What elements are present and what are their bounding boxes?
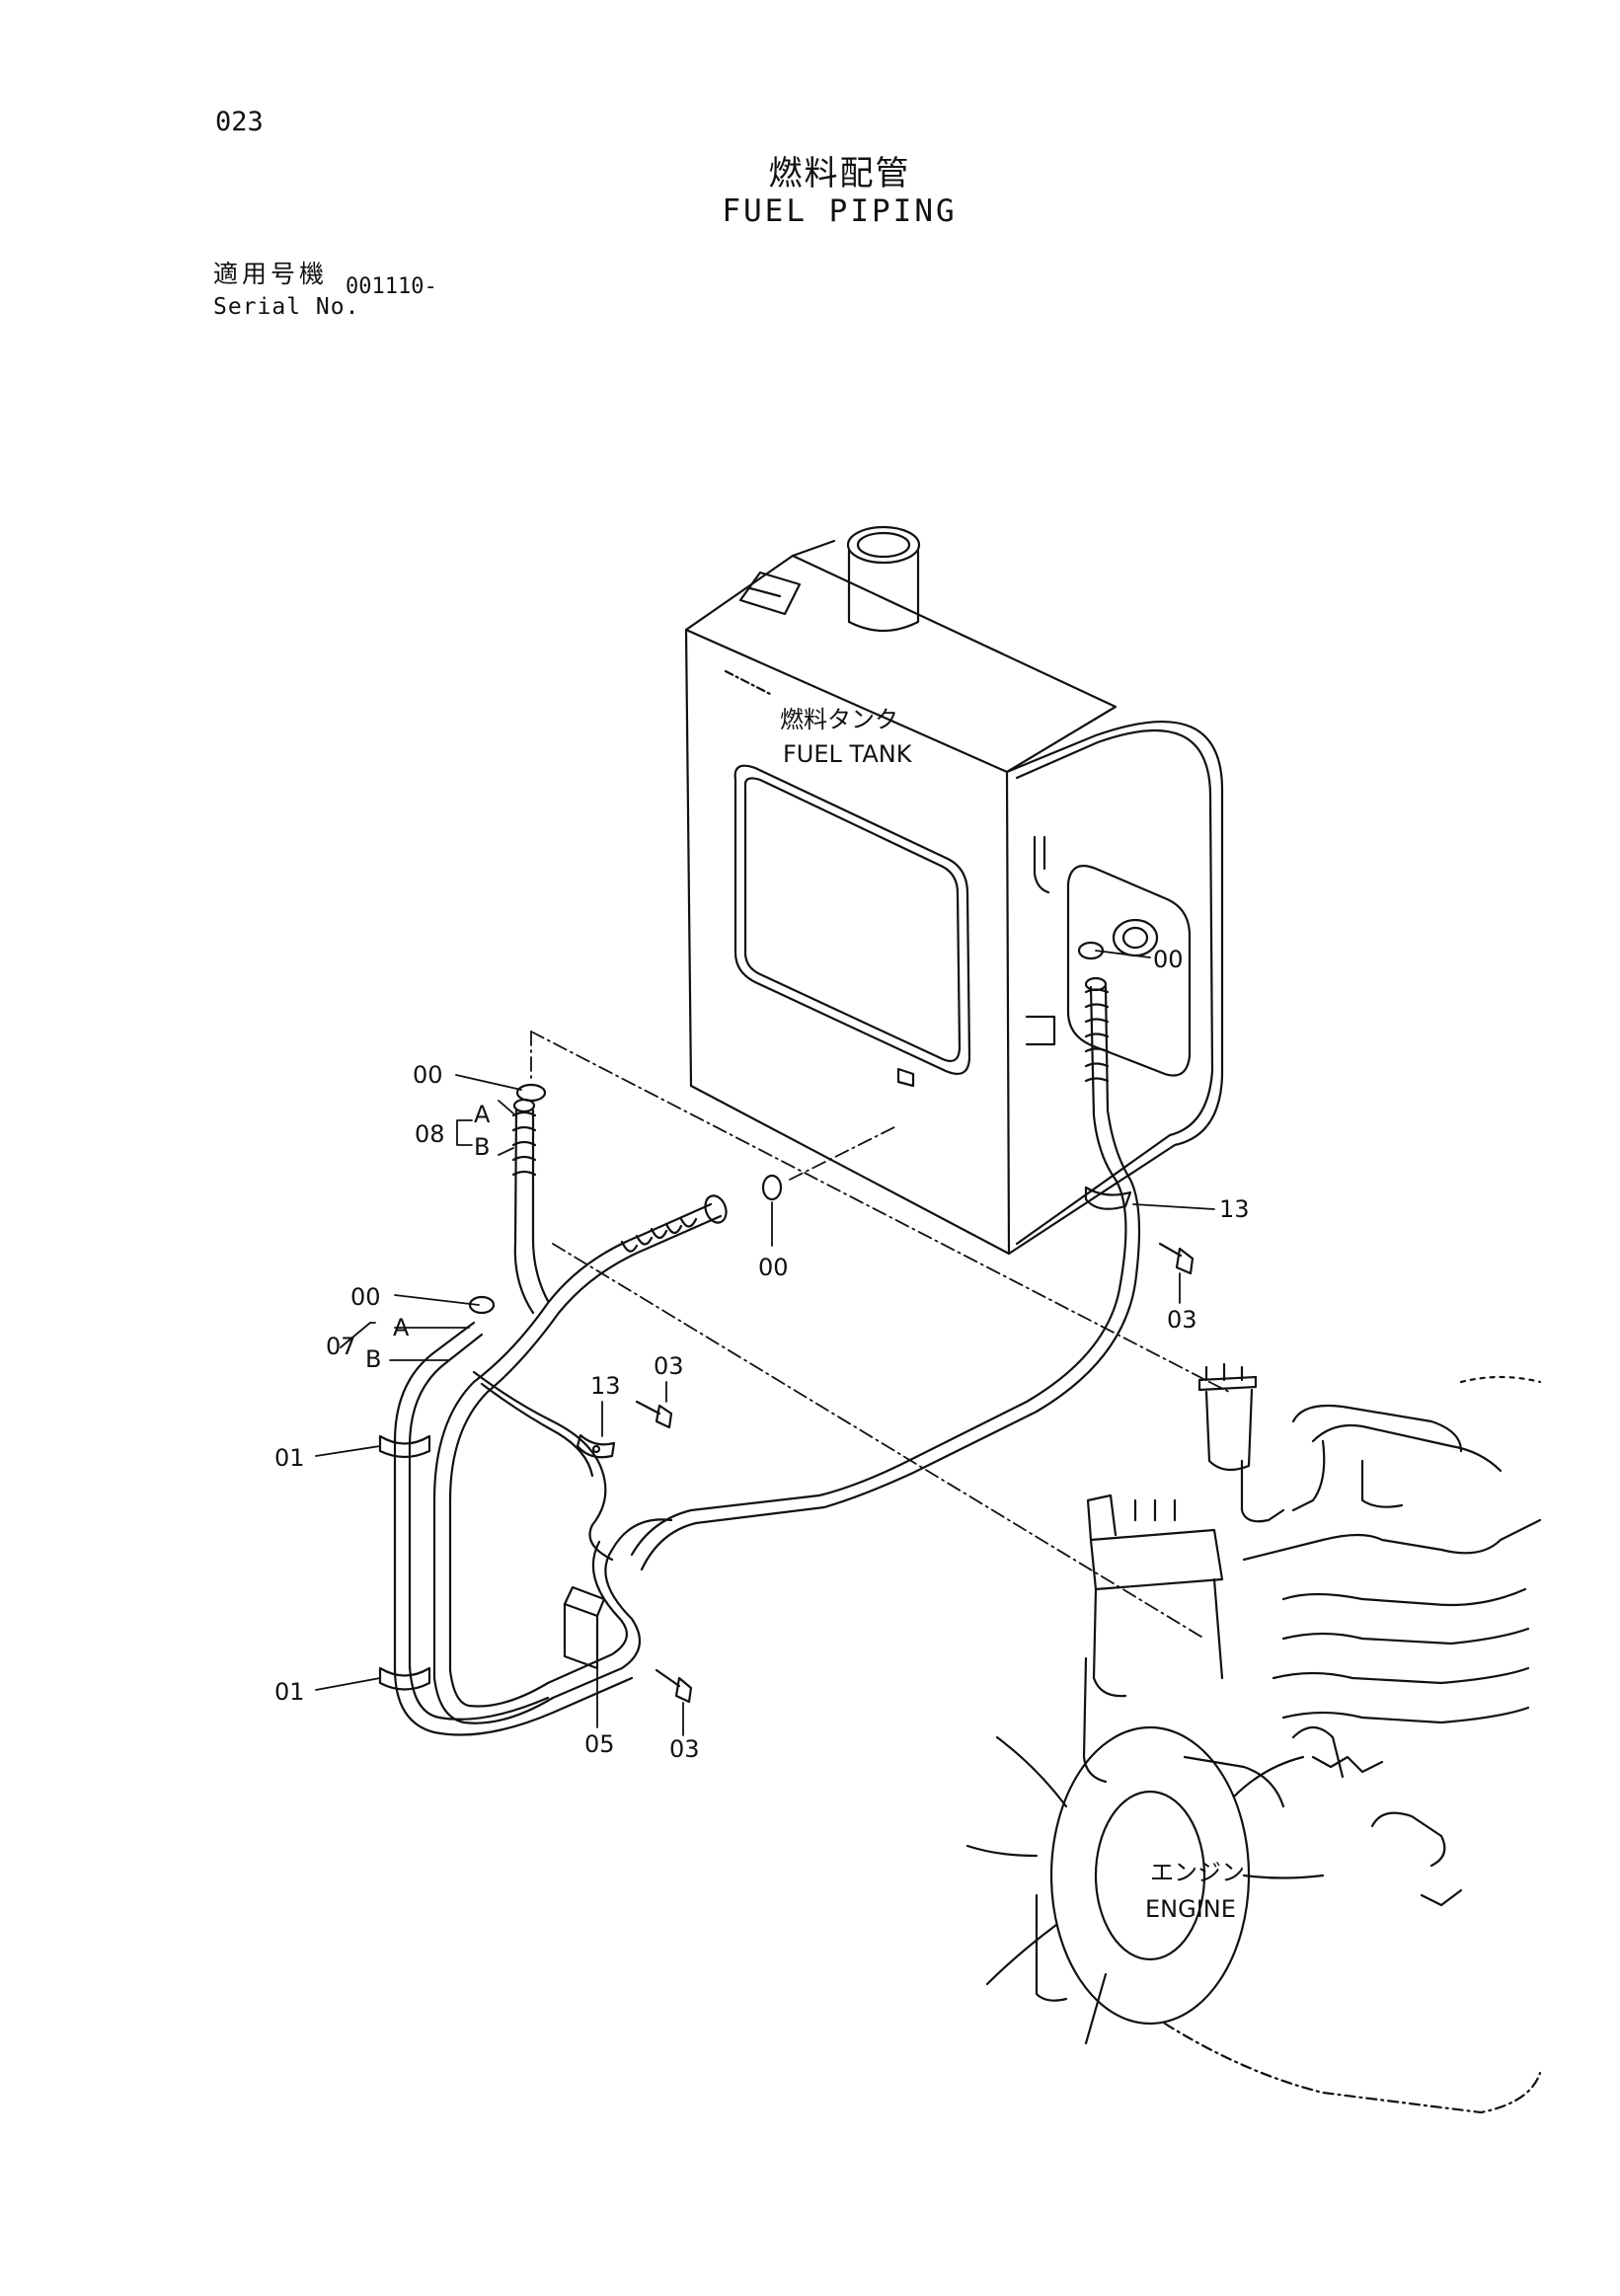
callout-00-upper-left: 00	[413, 1061, 443, 1089]
callout-03-lower: 03	[669, 1735, 700, 1763]
fuel-tank-drawing	[684, 525, 1224, 1256]
callout-08-b: B	[474, 1133, 490, 1161]
callout-00-mid: 00	[758, 1254, 789, 1281]
callout-13-right: 13	[1219, 1195, 1250, 1223]
fuel-tank-label-ja: 燃料タンク	[780, 706, 898, 733]
serial-label-english: Serial No.	[213, 294, 360, 320]
serial-number-value: 001110-	[346, 274, 437, 299]
callout-07: 07	[326, 1333, 356, 1360]
callout-00-tank: 00	[1153, 946, 1184, 973]
callout-13-mid: 13	[590, 1372, 621, 1400]
serial-label-japanese: 適用号機	[213, 260, 329, 288]
callout-07-b: B	[365, 1345, 381, 1373]
bolts	[635, 1242, 1195, 1704]
diagram-labels: 燃料タンク FUEL TANK エンジン ENGINE 00 00 08 A B…	[274, 706, 1250, 1923]
page-title-english: FUEL PIPING	[722, 193, 958, 229]
callout-03-mid: 03	[654, 1352, 684, 1380]
clamps	[378, 941, 1132, 1691]
callout-03-right: 03	[1167, 1306, 1197, 1334]
callout-08-a: A	[474, 1101, 491, 1128]
callout-08: 08	[415, 1120, 445, 1148]
callout-07-a: A	[393, 1314, 410, 1341]
engine-label-en: ENGINE	[1145, 1895, 1236, 1923]
page-title-japanese: 燃料配管	[768, 154, 911, 193]
engine-drawing	[965, 1362, 1542, 2114]
callout-00-left: 00	[350, 1283, 381, 1311]
page-number: 023	[215, 107, 264, 137]
fuel-hoses	[393, 976, 1141, 1736]
leader-lines	[315, 950, 1215, 1736]
assembly-lines	[530, 1031, 1230, 1640]
callout-05: 05	[584, 1730, 615, 1758]
callout-01-lower: 01	[274, 1678, 305, 1706]
callout-01-upper: 01	[274, 1444, 305, 1472]
fuel-tank-label-en: FUEL TANK	[783, 740, 913, 768]
engine-label-ja: エンジン	[1150, 1859, 1245, 1886]
